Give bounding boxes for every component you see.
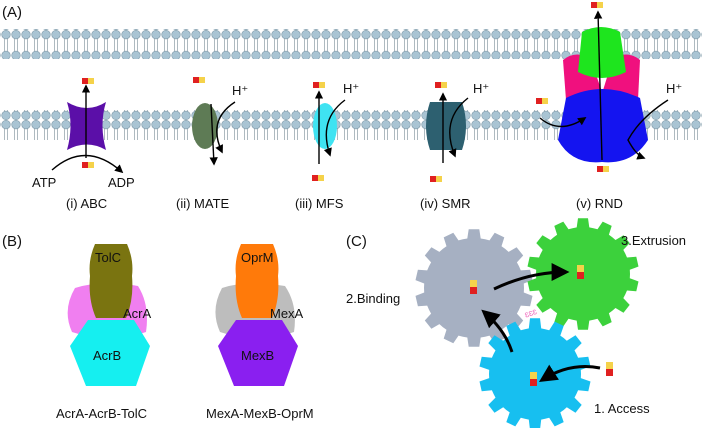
- rnd-h-label: H⁺: [666, 81, 682, 96]
- rnd-caption: (v) RND: [576, 196, 623, 211]
- mate-transporter: H⁺ (ii) MATE: [176, 77, 248, 211]
- mexab-oprm-caption: MexA-MexB-OprM: [206, 406, 314, 421]
- acra-label: AcrA: [123, 306, 152, 321]
- mexab-oprm-complex: OprM MexA MexB MexA-MexB-OprM: [206, 244, 314, 421]
- mfs-caption: (iii) MFS: [295, 196, 344, 211]
- mexb-label: MexB: [241, 348, 274, 363]
- binding-label: 2.Binding: [346, 291, 400, 306]
- smr-caption: (iv) SMR: [420, 196, 471, 211]
- mate-h-label: H⁺: [232, 83, 248, 98]
- mate-protein: [192, 103, 218, 149]
- drug-binding: [470, 280, 477, 294]
- acrab-tolc-caption: AcrA-AcrB-TolC: [56, 406, 147, 421]
- mexb-pump: [218, 320, 298, 386]
- rnd-outer-channel: [578, 27, 626, 78]
- abc-caption: (i) ABC: [66, 196, 107, 211]
- rnd-transporter: H⁺ (v) RND: [536, 2, 682, 211]
- adp-label: ADP: [108, 175, 135, 190]
- acrb-pump: [70, 320, 150, 386]
- access-label: 1. Access: [594, 401, 650, 416]
- rnd-inner-pump: [558, 89, 648, 163]
- smr-transporter: H⁺ (iv) SMR: [420, 81, 489, 211]
- mexa-label: MexA: [270, 306, 304, 321]
- drug-access-inside: [530, 372, 537, 386]
- atp-label: ATP: [32, 175, 56, 190]
- panel-b-label: (B): [2, 233, 22, 250]
- smr-protein: [426, 102, 466, 150]
- panel-a-label: (A): [2, 4, 22, 21]
- drug-access-outside: [606, 362, 613, 376]
- acrab-tolc-complex: TolC AcrA AcrB AcrA-AcrB-TolC: [56, 244, 152, 421]
- acrb-label: AcrB: [93, 348, 121, 363]
- oprm-label: OprM: [241, 250, 274, 265]
- mfs-transporter: H⁺ (iii) MFS: [295, 81, 359, 211]
- mate-caption: (ii) MATE: [176, 196, 230, 211]
- panel-c-label: (C): [346, 233, 367, 250]
- smr-h-label: H⁺: [473, 81, 489, 96]
- drug-extrusion: [577, 265, 584, 279]
- arrow-access: [538, 364, 601, 382]
- arrow-binding: [481, 309, 514, 353]
- mfs-h-label: H⁺: [343, 81, 359, 96]
- arrow-extrusion: [493, 263, 570, 291]
- mfs-protein: [313, 103, 337, 149]
- abc-transporter: ATP ADP (i) ABC: [32, 78, 135, 211]
- extrusion-label: 3.Extrusion: [621, 233, 686, 248]
- tolc-label: TolC: [95, 250, 121, 265]
- linker-squiggle: ɛɛɛ: [523, 306, 538, 320]
- oprm-channel: [235, 244, 279, 318]
- tolc-channel: [89, 244, 133, 318]
